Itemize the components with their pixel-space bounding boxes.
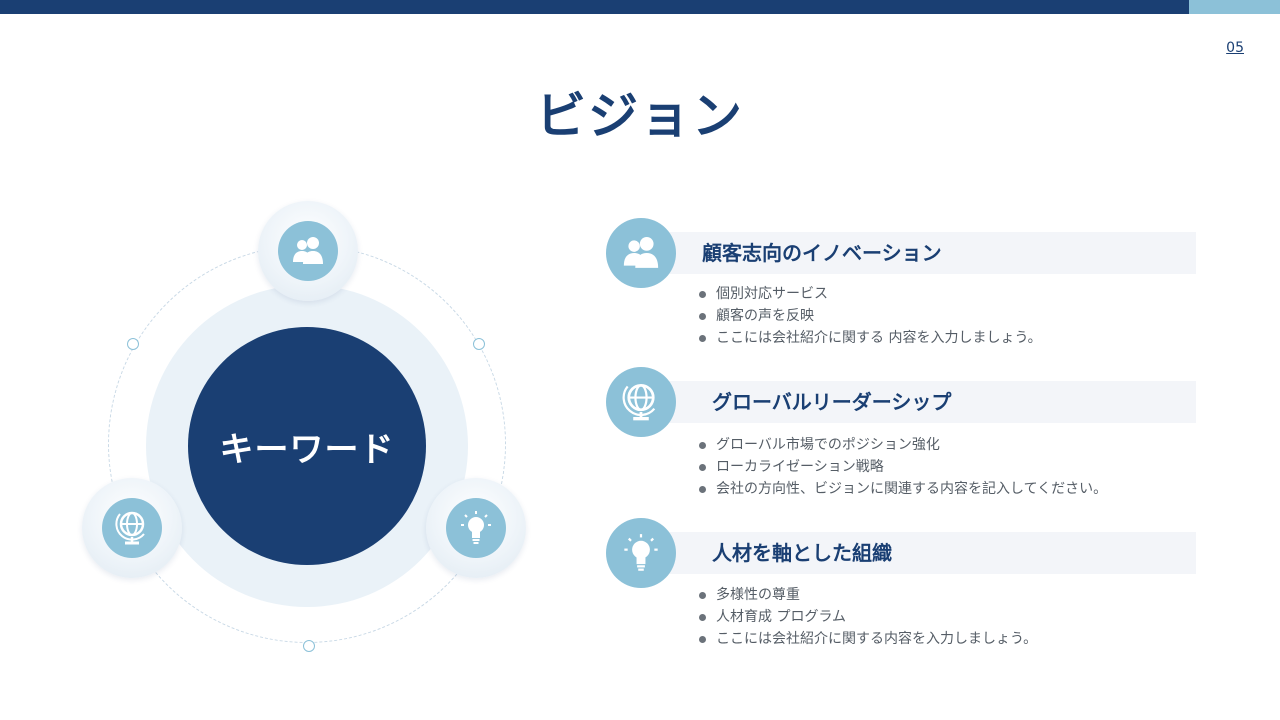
orbit-dot	[473, 338, 485, 350]
lightbulb-icon	[624, 534, 658, 571]
globe-icon	[115, 511, 145, 545]
center-label: キーワード	[219, 429, 395, 470]
diagram-node-lightbulb	[426, 478, 526, 578]
bullet-item: 人材育成 プログラム	[698, 606, 1037, 628]
feature-heading: グローバルリーダーシップ	[712, 390, 952, 414]
bullet-item: ここには会社紹介に関する 内容を入力しましょう。	[698, 327, 1042, 349]
top-bar	[0, 0, 1189, 14]
feature-bullets: グローバル市場でのポジション強化 ローカライゼーション戦略 会社の方向性、ビジョ…	[698, 434, 1107, 500]
bullet-item: 多様性の尊重	[698, 584, 1037, 606]
bullet-item: 個別対応サービス	[698, 283, 1042, 305]
feature-heading: 顧客志向のイノベーション	[702, 241, 942, 265]
feature-bullets: 個別対応サービス 顧客の声を反映 ここには会社紹介に関する 内容を入力しましょう…	[698, 283, 1042, 349]
slide-title: ビジョン	[536, 87, 744, 145]
feature-heading: 人材を軸とした組織	[712, 541, 892, 565]
bullet-item: 顧客の声を反映	[698, 305, 1042, 327]
feature-heading-band	[662, 232, 1196, 274]
diagram-node-users	[258, 201, 358, 301]
page-number[interactable]: 05	[1226, 40, 1244, 56]
orbit-dot	[127, 338, 139, 350]
globe-icon	[622, 383, 656, 421]
feature-bullets: 多様性の尊重 人材育成 プログラム ここには会社紹介に関する内容を入力しましょう…	[698, 584, 1037, 650]
core-circle: キーワード	[188, 327, 426, 565]
bullet-item: グローバル市場でのポジション強化	[698, 434, 1107, 456]
bullet-item: ここには会社紹介に関する内容を入力しましょう。	[698, 628, 1037, 650]
bullet-item: 会社の方向性、ビジョンに関連する内容を記入してください。	[698, 478, 1107, 500]
feature-heading-band	[662, 381, 1196, 423]
feature-icon-badge	[606, 518, 676, 588]
feature-heading-band	[662, 532, 1196, 574]
users-icon	[293, 237, 323, 264]
feature-icon-badge	[606, 367, 676, 437]
feature-icon-badge	[606, 218, 676, 288]
bullet-item: ローカライゼーション戦略	[698, 456, 1107, 478]
lightbulb-icon	[461, 511, 491, 544]
users-icon	[623, 237, 659, 268]
diagram-node-globe	[82, 478, 182, 578]
orbit-dot	[303, 640, 315, 652]
top-bar-accent	[1189, 0, 1280, 14]
keyword-diagram: キーワード	[0, 0, 600, 720]
